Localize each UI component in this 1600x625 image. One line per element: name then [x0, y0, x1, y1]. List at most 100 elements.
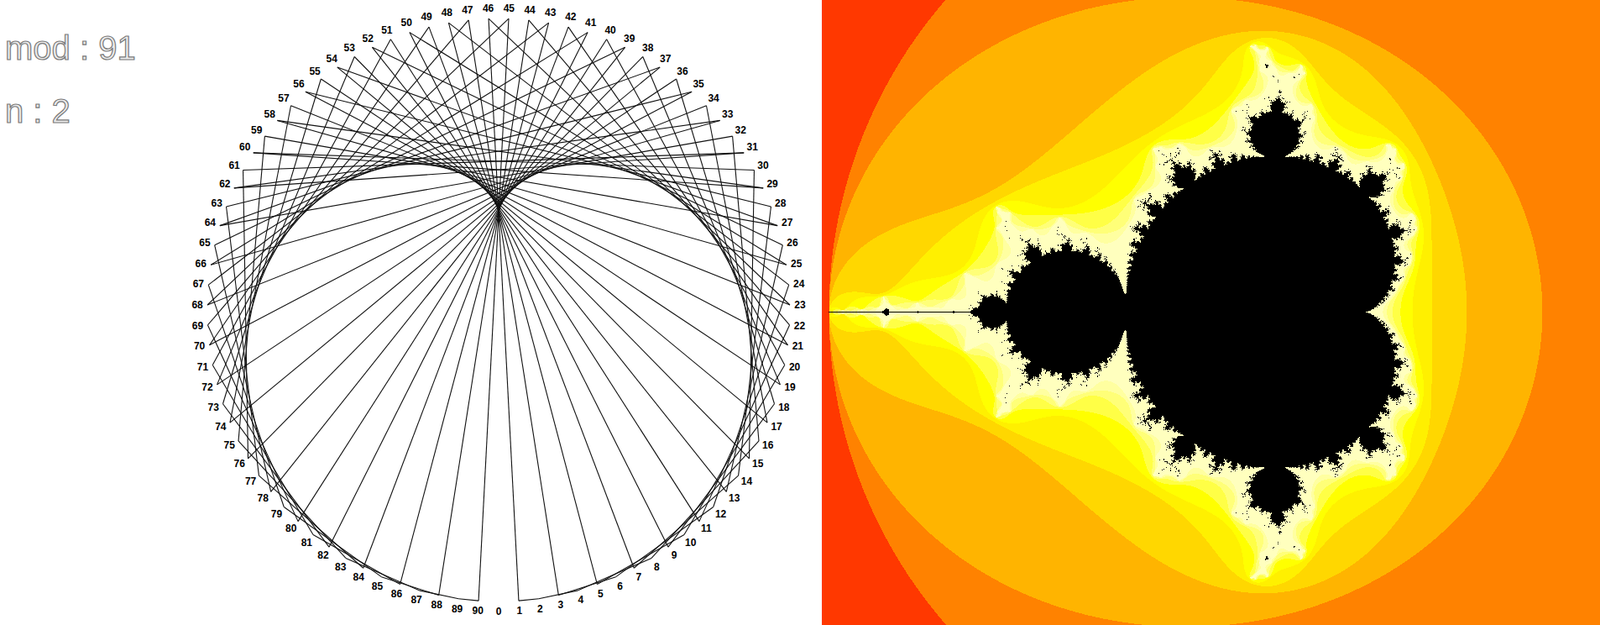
- chord-line: [448, 22, 597, 584]
- point-number: 80: [285, 522, 297, 534]
- point-number: 19: [784, 381, 795, 393]
- chord-line: [668, 403, 774, 547]
- point-number: 72: [201, 381, 213, 393]
- point-number: 27: [781, 217, 793, 228]
- chord-line: [291, 105, 790, 305]
- chord-line: [207, 20, 469, 325]
- chord-line: [243, 169, 249, 458]
- point-number: 33: [721, 109, 733, 120]
- point-number: 2: [537, 603, 544, 614]
- point-number: 82: [317, 549, 329, 560]
- point-number: 66: [195, 258, 207, 269]
- point-number: 68: [191, 299, 203, 310]
- chord-line: [208, 284, 284, 507]
- point-number: 30: [757, 160, 769, 171]
- chord-line: [371, 47, 727, 492]
- point-number: 28: [774, 198, 786, 209]
- chord-line: [738, 206, 772, 476]
- chord-line: [226, 91, 693, 207]
- chord-line: [568, 26, 788, 346]
- chord-line: [238, 135, 265, 441]
- chord-line: [606, 39, 785, 366]
- point-number: 51: [381, 25, 393, 36]
- point-number: 38: [642, 42, 654, 53]
- point-number: 64: [204, 217, 216, 228]
- chord-line: [320, 78, 780, 385]
- chord-line: [210, 120, 720, 265]
- point-number: 76: [234, 458, 246, 469]
- chord-line: [684, 364, 785, 534]
- point-number: 59: [250, 125, 262, 136]
- point-number: 53: [344, 42, 356, 53]
- chord-line: [313, 534, 401, 585]
- point-number: 57: [277, 93, 289, 104]
- point-number: 31: [747, 141, 759, 152]
- chord-line: [400, 22, 550, 584]
- point-number: 11: [700, 522, 712, 534]
- chord-line: [633, 475, 738, 568]
- point-number: 37: [659, 53, 671, 64]
- point-number: 16: [762, 439, 774, 450]
- point-number: 62: [219, 178, 231, 189]
- point-number: 52: [362, 33, 374, 44]
- point-number: 3: [558, 599, 565, 610]
- chord-line: [305, 91, 772, 207]
- point-number: 85: [371, 580, 383, 591]
- point-number: 41: [585, 17, 597, 28]
- chord-line: [390, 39, 700, 522]
- chord-line: [676, 78, 775, 404]
- point-number: 79: [271, 508, 283, 519]
- point-number: 83: [334, 561, 346, 572]
- point-number: 50: [401, 17, 413, 28]
- chord-line: [409, 32, 669, 548]
- multiplier-label: n : 2: [5, 94, 71, 128]
- chord-line: [264, 135, 778, 225]
- chord-line: [428, 26, 634, 568]
- chord-line: [726, 245, 783, 492]
- point-number: 15: [752, 458, 764, 469]
- chord-line: [354, 57, 749, 459]
- point-number: 5: [597, 588, 604, 599]
- chord-line: [214, 245, 272, 492]
- chord-line: [234, 152, 744, 189]
- point-number: 13: [728, 492, 740, 503]
- chord-line: [713, 284, 790, 507]
- chord-line: [458, 598, 479, 601]
- chord-line: [271, 47, 626, 492]
- chord-line: [298, 39, 607, 522]
- chord-line: [209, 26, 429, 346]
- chord-line: [217, 57, 356, 385]
- point-number: 12: [715, 508, 727, 519]
- point-number: 6: [616, 580, 623, 591]
- point-number: 10: [684, 537, 696, 548]
- point-number: 70: [193, 340, 205, 351]
- chord-line: [219, 67, 660, 226]
- point-number: 88: [431, 599, 443, 610]
- chord-line: [643, 57, 781, 385]
- point-number: 90: [472, 605, 484, 616]
- point-number: 77: [245, 475, 257, 487]
- modulus-label: mod : 91: [5, 31, 136, 65]
- point-number: 61: [228, 160, 240, 171]
- point-number: 71: [197, 361, 209, 372]
- point-number: 89: [451, 603, 463, 614]
- chord-line: [207, 105, 706, 305]
- point-number: 8: [653, 561, 660, 572]
- point-number: 4: [578, 594, 585, 605]
- chord-line: [223, 78, 322, 404]
- point-number: 40: [604, 25, 616, 36]
- point-number: 55: [308, 66, 320, 77]
- point-number: 81: [301, 537, 313, 548]
- point-number: 23: [794, 299, 806, 310]
- chord-line: [528, 20, 790, 325]
- point-number: 32: [735, 125, 747, 136]
- chord-line: [748, 169, 754, 458]
- chord-line: [243, 152, 745, 171]
- chord-line: [468, 20, 559, 596]
- point-number: 43: [544, 7, 556, 18]
- point-number: 74: [214, 421, 226, 432]
- point-number: 36: [676, 66, 688, 77]
- chord-line: [732, 135, 759, 441]
- point-number: 7: [636, 571, 643, 582]
